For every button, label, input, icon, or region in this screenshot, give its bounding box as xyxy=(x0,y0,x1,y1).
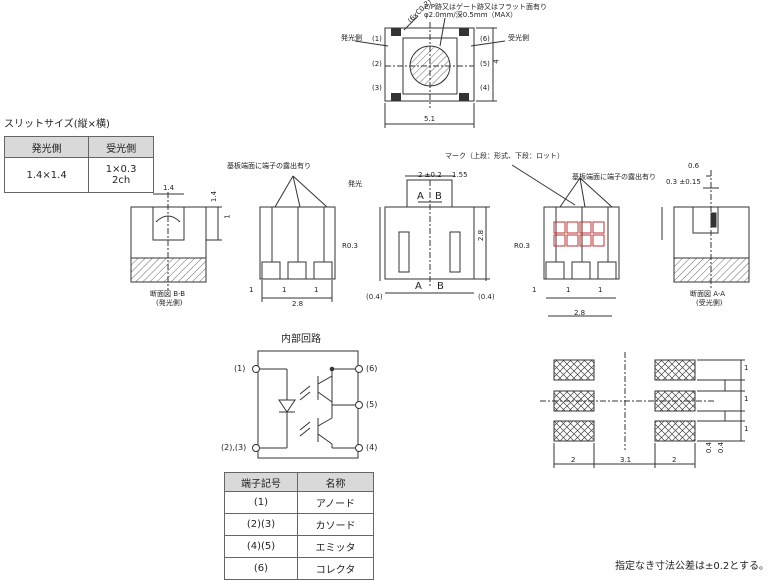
footprint-dim-pad2: 1 xyxy=(744,395,749,403)
dim-1-left: 1 xyxy=(223,214,232,219)
top-pin-3: (3) xyxy=(372,84,382,92)
table-row: (6) コレクタ xyxy=(224,557,374,580)
slit-receiver-size: 1×0.3 xyxy=(105,164,137,175)
pin-table: 端子記号 名称 (1) アノード (2)(3) カソード (4)(5) エミッタ… xyxy=(224,472,374,580)
slit-receiver-ch: 2ch xyxy=(112,175,131,186)
top-width-dim: 5.1 xyxy=(424,115,436,123)
slit-size-title: スリットサイズ(縦×横) xyxy=(4,119,110,130)
dim-1-tick-5: 1 xyxy=(566,286,571,294)
pin-name: アノード xyxy=(297,491,374,514)
circuit-title: 内部回路 xyxy=(281,334,321,345)
top-pin-2: (2) xyxy=(372,60,382,68)
dim-1-tick-1: 1 xyxy=(249,286,254,294)
section-a-a xyxy=(661,170,750,290)
circuit-pin-4: (4) xyxy=(366,443,378,452)
pin-name: エミッタ xyxy=(297,535,374,558)
internal-circuit xyxy=(252,350,363,459)
footprint-dim-gap2: 0.4 xyxy=(717,441,726,454)
dim-1-55: 1.55 xyxy=(452,171,468,179)
footprint-dim-right: 2 xyxy=(672,456,677,464)
pin-header-name: 名称 xyxy=(297,472,374,492)
tolerance-note: 指定なき寸法公差は±0.2とする。 xyxy=(615,561,769,572)
circuit-pin-1: (1) xyxy=(234,364,246,373)
slit-size-table: 発光側 受光側 1.4×1.4 1×0.3 2ch xyxy=(3,136,154,193)
gate-note-line2: φ2.0mm/深0.5mm（MAX） xyxy=(424,11,518,19)
front-view-right xyxy=(511,164,620,317)
circuit-pin-5: (5) xyxy=(366,400,378,409)
top-pin-4: (4) xyxy=(480,84,490,92)
footprint-dim-left: 2 xyxy=(571,456,576,464)
top-pin-1: (1) xyxy=(372,35,382,43)
dim-0-6: 0.6 xyxy=(688,162,700,170)
dim-r03-left: R0.3 xyxy=(342,242,358,250)
section-b-bottom: B xyxy=(437,281,444,292)
top-height-dim: 4 xyxy=(492,59,501,64)
dim-1-tick-3: 1 xyxy=(314,286,319,294)
footprint-view xyxy=(540,352,745,468)
dim-2-8-right: 2.8 xyxy=(574,309,586,317)
section-b-top: B xyxy=(435,191,442,202)
receiver-side-label: 受光側 xyxy=(508,34,529,42)
gate-note-line1: E/P跡又はゲート跡又はフラット面有り xyxy=(424,3,548,11)
dim-1-tick-2: 1 xyxy=(282,286,287,294)
dim-0-4-left: (0.4) xyxy=(366,293,383,301)
dim-1-tick-4: 1 xyxy=(532,286,537,294)
slit-header-emitter: 発光側 xyxy=(3,136,90,158)
top-pin-5: (5) xyxy=(480,60,490,68)
slit-header-receiver: 受光側 xyxy=(88,136,154,158)
pin-name: コレクタ xyxy=(297,557,374,580)
emitter-side-label: 発光側 xyxy=(341,34,362,42)
section-b-b-label: 断面図 B-B xyxy=(150,290,186,298)
table-row: (1) アノード xyxy=(224,491,374,514)
mark-note: マーク（上段：形式、下段：ロット） xyxy=(445,152,564,160)
pad-6 xyxy=(654,359,696,381)
pin-symbol: (2)(3) xyxy=(224,513,298,536)
dim-2-8-left: 2.8 xyxy=(292,300,304,308)
exposed-note-left: 基板端面に端子の露出有り xyxy=(227,162,311,170)
footprint-dim-center: 3.1 xyxy=(620,456,632,464)
front-view-left xyxy=(259,175,336,302)
section-b-b-sublabel: (発光側) xyxy=(156,299,183,307)
top-view xyxy=(354,15,506,128)
dim-1-4-horizontal: 1.4 xyxy=(163,184,175,192)
pin-symbol: (6) xyxy=(224,557,298,580)
footprint-dim-pad3: 1 xyxy=(744,425,749,433)
pad-4 xyxy=(654,420,696,442)
section-a-a-label: 断面図 A-A xyxy=(690,290,726,298)
pin-symbol: (1) xyxy=(224,491,298,514)
section-a-a-sublabel: (受光側) xyxy=(696,299,723,307)
table-row: (4)(5) エミッタ xyxy=(224,535,374,558)
circuit-pin-6: (6) xyxy=(366,364,378,373)
slit-emitter-value: 1.4×1.4 xyxy=(3,157,90,193)
dim-2-8-center: 2.8 xyxy=(477,229,486,242)
dim-0-4-right: (0.4) xyxy=(478,293,495,301)
table-row: (2)(3) カソード xyxy=(224,513,374,536)
dim-r03-right: R0.3 xyxy=(514,242,530,250)
dim-2-ref: 2 ±0.2 xyxy=(418,171,442,179)
pad-1 xyxy=(553,359,595,381)
pin-symbol: (4)(5) xyxy=(224,535,298,558)
pin-name: カソード xyxy=(297,513,374,536)
pad-3 xyxy=(553,420,595,442)
front-view-center xyxy=(379,175,490,294)
exposed-note-right: 基板端面に端子の露出有り xyxy=(572,173,656,181)
footprint-dim-gap1: 0.4 xyxy=(705,441,714,454)
slit-receiver-value: 1×0.3 2ch xyxy=(88,157,154,193)
footprint-dim-pad1: 1 xyxy=(744,364,749,372)
circuit-pin-23: (2),(3) xyxy=(221,443,247,452)
top-pin-6: (6) xyxy=(480,35,490,43)
dim-1-tick-6: 1 xyxy=(598,286,603,294)
section-b-b xyxy=(130,192,222,290)
dim-1-4-vertical: 1.4 xyxy=(210,190,219,203)
dim-0-3: 0.3 ±0.15 xyxy=(666,178,701,186)
pin-header-symbol: 端子記号 xyxy=(224,472,298,492)
emitter-side-mark: 発光 xyxy=(348,180,362,188)
section-a-top: A xyxy=(417,191,424,202)
section-a-bottom: A xyxy=(415,281,422,292)
